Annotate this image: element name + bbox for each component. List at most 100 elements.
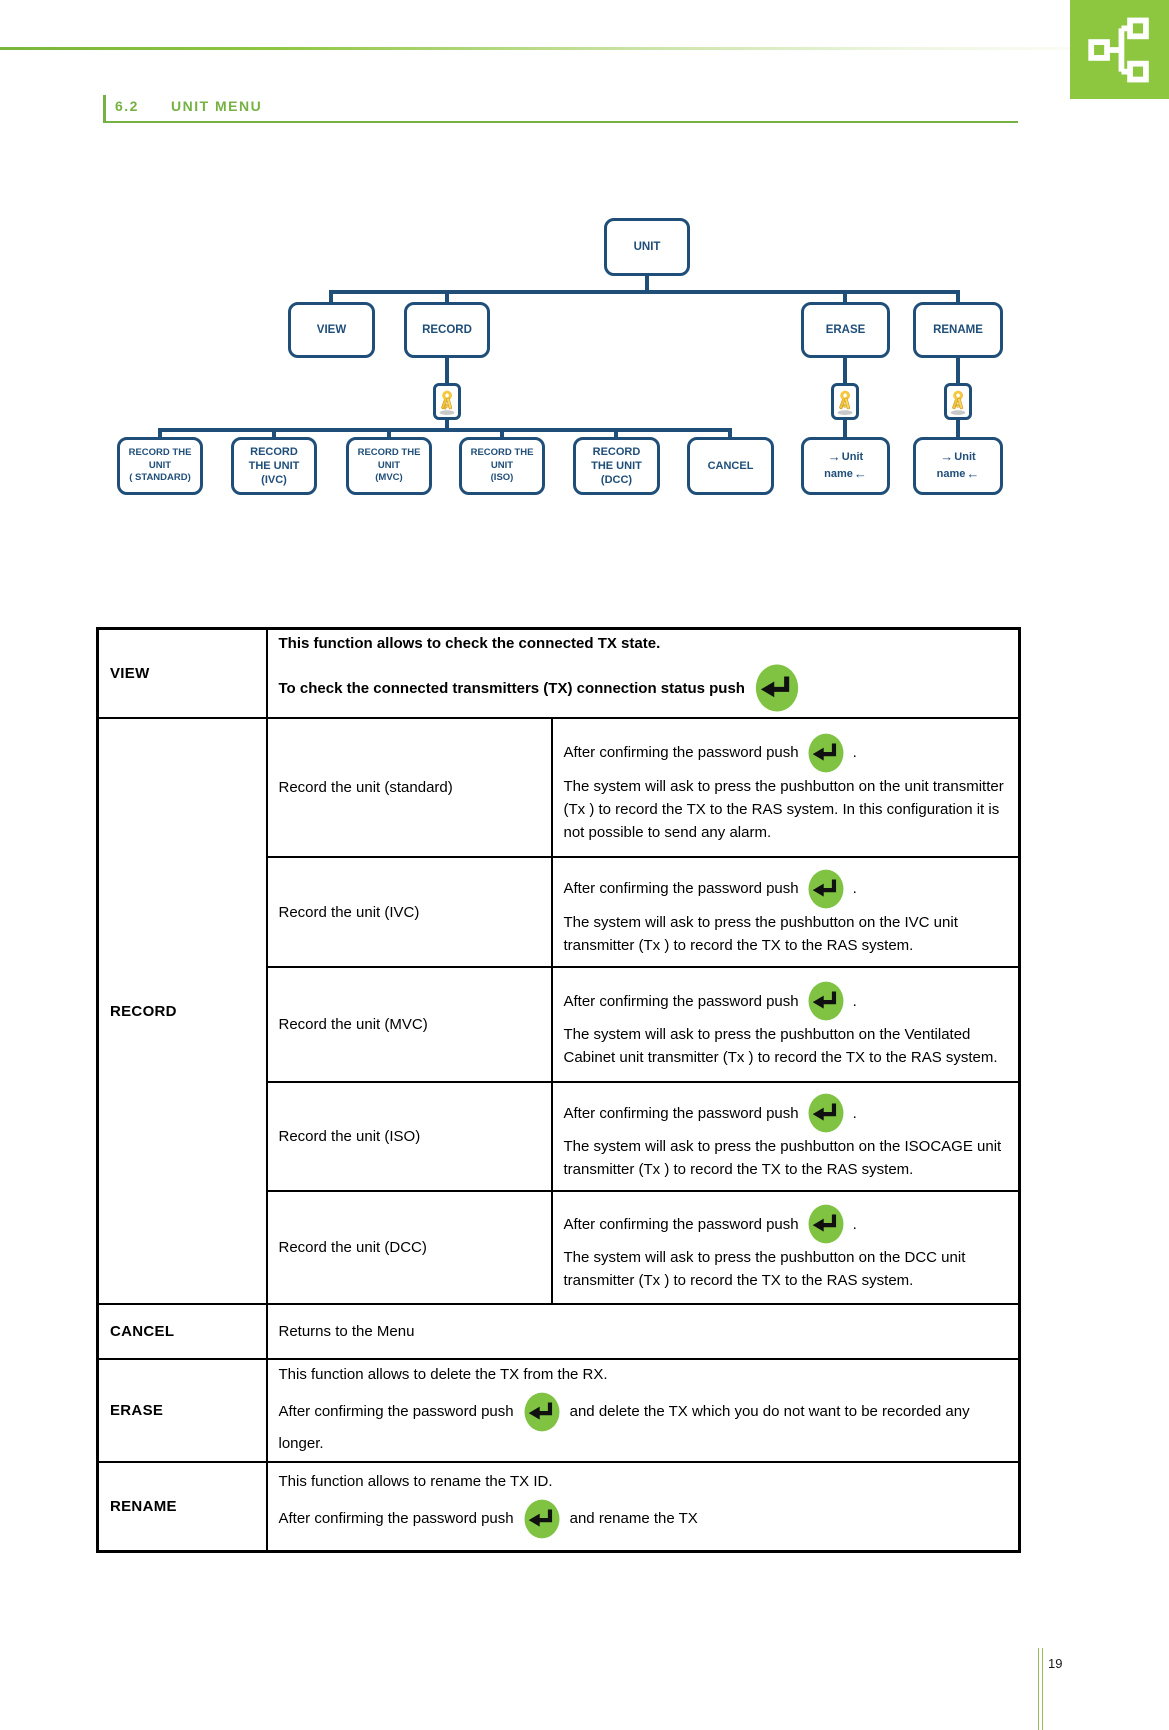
subrow-name: Record the unit (IVC) bbox=[265, 856, 553, 968]
flow-node-unit: UNIT bbox=[604, 218, 690, 276]
password-keys-icon bbox=[831, 383, 859, 420]
flow-node-label: name ← bbox=[824, 466, 867, 481]
view-line1: This function allows to check the connec… bbox=[278, 635, 661, 652]
erase-description-cell: This function allows to delete the TX fr… bbox=[265, 1358, 1021, 1463]
table-row-rename: RENAME This function allows to rename th… bbox=[96, 1461, 1021, 1552]
flow-node-record: RECORD bbox=[404, 302, 490, 358]
table-row-record-ivc: Record the unit (IVC) After confirming t… bbox=[98, 856, 1021, 968]
table-row-view: VIEW This function allows to check the c… bbox=[96, 627, 1021, 719]
connector-line bbox=[158, 428, 162, 439]
connector-line bbox=[272, 428, 276, 439]
connector-line bbox=[843, 358, 847, 384]
table-row-record-standard: RECORD Record the unit (standard) After … bbox=[96, 717, 1021, 1305]
enter-key-icon bbox=[524, 1392, 560, 1432]
flow-node-label: RECORD bbox=[422, 323, 472, 336]
table-row-record-iso: Record the unit (ISO) After confirming t… bbox=[98, 1081, 1021, 1192]
subrow-name: Record the unit (DCC) bbox=[265, 1190, 553, 1305]
password-keys-icon bbox=[944, 383, 972, 420]
header-divider-line bbox=[0, 47, 1070, 50]
enter-key-icon bbox=[808, 869, 844, 908]
flow-node-rename: RENAME bbox=[913, 302, 1003, 358]
connector-line bbox=[614, 428, 618, 439]
subrow-description: After confirming the password push . The… bbox=[550, 717, 1021, 858]
flow-node-label: name ← bbox=[936, 466, 980, 481]
flow-node-unit-name-rename: → Unit name ← bbox=[913, 437, 1003, 495]
section-title: UNIT MENU bbox=[170, 98, 263, 114]
password-keys-icon bbox=[433, 383, 461, 420]
enter-key-icon bbox=[808, 981, 844, 1021]
connector-line bbox=[728, 428, 732, 439]
connector-line bbox=[956, 290, 960, 303]
flow-node-label: RECORD THE UNIT (ISO) bbox=[470, 447, 534, 484]
connector-line bbox=[445, 419, 449, 429]
flow-node-label: VIEW bbox=[316, 323, 347, 336]
enter-key-icon bbox=[808, 1204, 844, 1244]
flow-node-record-mvc: RECORD THE UNIT (MVC) bbox=[346, 437, 432, 495]
rename-description-cell: This function allows to rename the TX ID… bbox=[265, 1461, 1021, 1552]
enter-key-icon bbox=[524, 1499, 560, 1539]
connector-line bbox=[387, 428, 391, 439]
right-arrow-icon: → bbox=[827, 449, 841, 465]
connector-line bbox=[158, 428, 732, 432]
connector-line bbox=[500, 428, 504, 439]
enter-key-icon bbox=[755, 664, 799, 712]
unit-menu-flowchart: UNIT VIEW RECORD ERASE RENAME bbox=[0, 0, 1169, 540]
flow-node-unit-name-erase: → Unit name ← bbox=[801, 437, 890, 495]
table-row-erase: ERASE This function allows to delete the… bbox=[96, 1358, 1021, 1463]
flow-node-view: VIEW bbox=[288, 302, 375, 358]
section-number: 6.2 bbox=[115, 98, 139, 114]
flow-node-label: ERASE bbox=[825, 323, 866, 336]
connector-line bbox=[329, 290, 333, 303]
connector-line bbox=[445, 358, 449, 384]
connector-line bbox=[843, 419, 847, 440]
left-arrow-icon: ← bbox=[853, 466, 867, 481]
cancel-description-cell: Returns to the Menu bbox=[265, 1303, 1021, 1360]
row-label-rename: RENAME bbox=[96, 1461, 268, 1552]
right-arrow-icon: → bbox=[940, 449, 954, 465]
connector-line bbox=[445, 290, 449, 303]
flow-node-label: RECORD THE UNIT ( STANDARD) bbox=[128, 447, 192, 484]
page-number: 19 bbox=[1048, 1656, 1063, 1671]
subrow-name: Record the unit (ISO) bbox=[265, 1081, 553, 1192]
unit-menu-table: VIEW This function allows to check the c… bbox=[96, 627, 1021, 1553]
enter-key-icon bbox=[808, 1093, 844, 1133]
row-label-cancel: CANCEL bbox=[96, 1303, 268, 1360]
table-row-record-dcc: Record the unit (DCC) After confirming t… bbox=[98, 1190, 1021, 1305]
left-arrow-icon: ← bbox=[966, 466, 980, 481]
view-description-cell: This function allows to check the connec… bbox=[265, 627, 1021, 719]
connector-line bbox=[645, 276, 649, 292]
flow-node-label: RECORD THE UNIT (DCC) bbox=[591, 445, 642, 487]
flow-node-record-iso: RECORD THE UNIT (ISO) bbox=[459, 437, 545, 495]
view-line2: To check the connected transmitters (TX)… bbox=[278, 679, 745, 697]
flow-node-label: CANCEL bbox=[707, 459, 754, 472]
table-row-cancel: CANCEL Returns to the Menu bbox=[96, 1303, 1021, 1360]
enter-key-icon bbox=[808, 733, 844, 772]
flow-node-record-dcc: RECORD THE UNIT (DCC) bbox=[573, 437, 660, 495]
subrow-name: Record the unit (standard) bbox=[265, 717, 553, 858]
flow-node-record-standard: RECORD THE UNIT ( STANDARD) bbox=[117, 437, 203, 495]
flow-node-cancel: CANCEL bbox=[687, 437, 774, 495]
connector-line bbox=[843, 290, 847, 303]
subrow-description: After confirming the password push . The… bbox=[550, 856, 1021, 968]
section-heading: 6.2 UNIT MENU bbox=[103, 95, 1018, 123]
subrow-description: After confirming the password push . The… bbox=[550, 1081, 1021, 1192]
table-row-record-mvc: Record the unit (MVC) After confirming t… bbox=[98, 966, 1021, 1083]
subrow-name: Record the unit (MVC) bbox=[265, 966, 553, 1083]
flow-node-label: UNIT bbox=[633, 240, 661, 253]
connector-line bbox=[956, 358, 960, 384]
flow-node-record-ivc: RECORD THE UNIT (IVC) bbox=[231, 437, 317, 495]
connector-line bbox=[329, 290, 960, 294]
row-label-record: RECORD bbox=[96, 717, 268, 1305]
subrow-description: After confirming the password push . The… bbox=[550, 966, 1021, 1083]
flow-node-label: RECORD THE UNIT (IVC) bbox=[248, 445, 300, 487]
footer-divider-line bbox=[1038, 1648, 1043, 1730]
flow-node-label: → Unit bbox=[827, 449, 864, 465]
flow-node-label: RECORD THE UNIT (MVC) bbox=[357, 447, 421, 484]
flow-node-label: RENAME bbox=[933, 323, 983, 336]
subrow-description: After confirming the password push . The… bbox=[550, 1190, 1021, 1305]
flow-node-erase: ERASE bbox=[801, 302, 890, 358]
brand-logo bbox=[1070, 0, 1169, 99]
row-label-erase: ERASE bbox=[96, 1358, 268, 1463]
row-label-view: VIEW bbox=[96, 627, 268, 719]
